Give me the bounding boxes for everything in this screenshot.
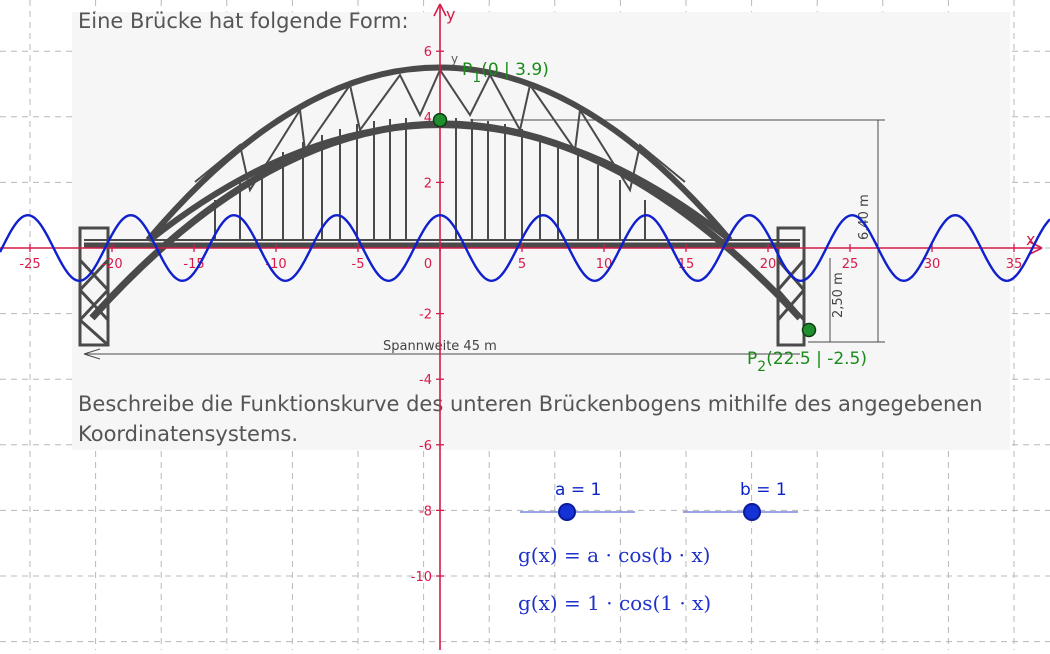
point-p2-label: P2(22.5 | -2.5)	[747, 349, 867, 375]
x-tick-label: -20	[101, 257, 122, 272]
task-text-line1: Beschreibe die Funktionskurve des untere…	[78, 392, 983, 416]
x-tick-label: 35	[1006, 257, 1023, 272]
x-tick-label: -25	[19, 257, 40, 272]
slider-a[interactable]	[520, 503, 635, 521]
y-tick-label: -4	[419, 373, 432, 388]
left-pier	[78, 226, 110, 347]
x-tick-label: 30	[924, 257, 941, 272]
point-p1-marker[interactable]	[432, 112, 448, 128]
slider-a-handle[interactable]	[558, 503, 576, 521]
y-tick-label: -8	[419, 504, 432, 519]
x-tick-label: -15	[183, 257, 204, 272]
x-tick-label: -5	[352, 257, 365, 272]
formula-general: g(x) = a · cos(b · x)	[518, 543, 711, 567]
image-y-label: y	[451, 52, 458, 66]
slider-b-label: b = 1	[740, 480, 787, 500]
pier-height-label: 2,50 m	[831, 272, 846, 318]
arch-hangers	[214, 118, 646, 240]
worksheet-heading: Eine Brücke hat folgende Form:	[78, 9, 409, 33]
y-tick-label: 2	[424, 176, 432, 191]
x-tick-label: 20	[760, 257, 777, 272]
x-tick-label: 25	[842, 257, 859, 272]
function-curve[interactable]	[0, 213, 1050, 283]
x-tick-label: 0	[424, 257, 432, 272]
x-tick-label: 5	[518, 257, 526, 272]
x-axis-arrow	[1029, 241, 1043, 255]
formula-substituted: g(x) = 1 · cos(1 · x)	[518, 591, 712, 615]
slider-b-handle[interactable]	[743, 503, 761, 521]
y-tick-label: 4	[424, 111, 432, 126]
y-axis-arrow	[433, 3, 447, 17]
y-tick-label: -2	[419, 308, 432, 323]
task-text-line2: Koordinatensystems.	[78, 422, 298, 446]
span-dimension-line	[83, 348, 800, 360]
points[interactable]: P1(0 | 3.9) P2(22.5 | -2.5)	[432, 60, 868, 375]
slider-a-label: a = 1	[555, 480, 602, 500]
height-dimension-lines	[470, 119, 885, 343]
y-tick-label: -10	[411, 570, 432, 585]
x-axis-label: x	[1026, 230, 1035, 249]
function-graph-g[interactable]	[0, 213, 1050, 283]
bridge-image: Eine Brücke hat folgende Form:	[72, 9, 1010, 450]
y-tick-label: 6	[424, 45, 432, 60]
y-axis-label: y	[446, 5, 455, 24]
y-tick-label: -6	[419, 439, 432, 454]
slider-b[interactable]	[683, 503, 798, 521]
point-p1-label: P1(0 | 3.9)	[462, 60, 549, 86]
point-p2-marker[interactable]	[801, 322, 817, 338]
